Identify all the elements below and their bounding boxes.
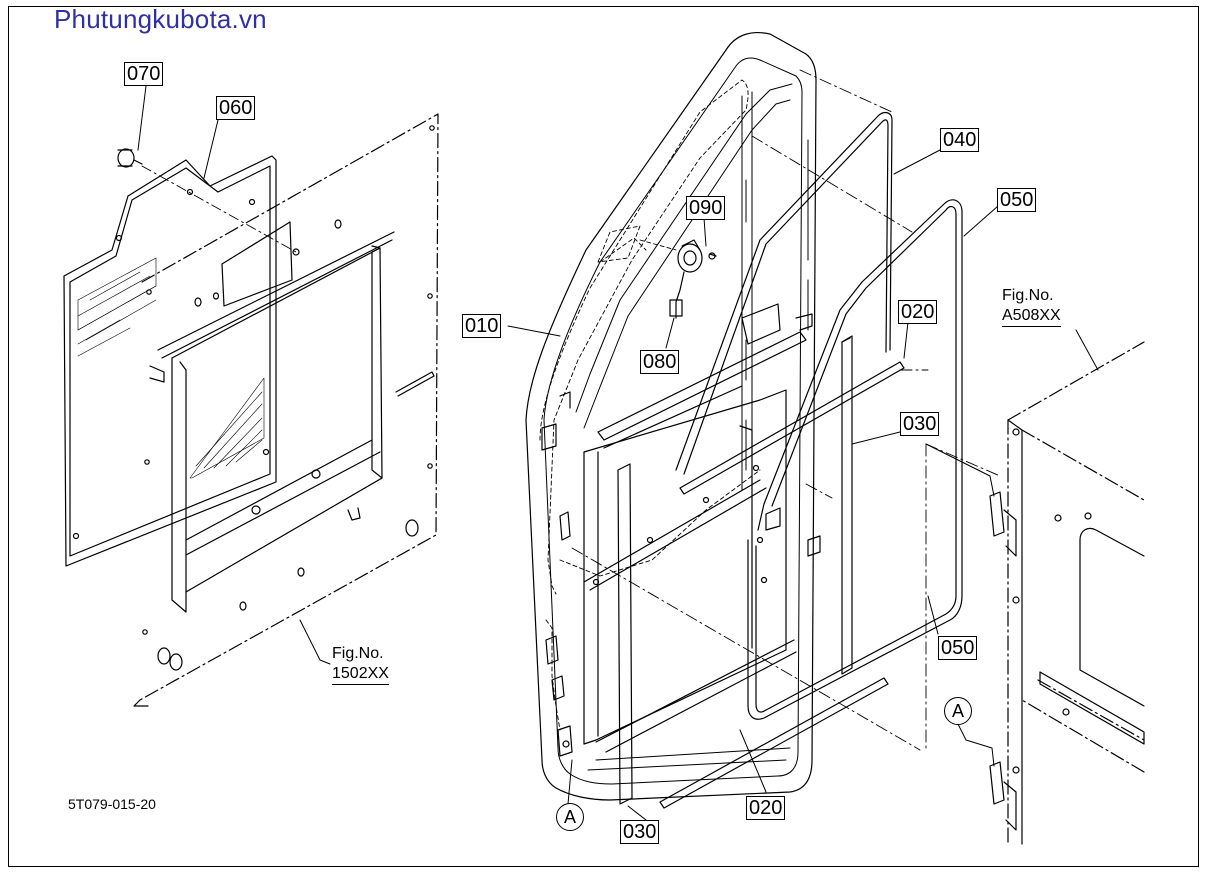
strip-020-bottom (659, 677, 889, 809)
callout-020-bottom[interactable]: 020 (746, 796, 786, 820)
weatherstrip-050 (747, 199, 963, 720)
grille-mesh (77, 257, 265, 479)
callout-090[interactable]: 090 (686, 196, 726, 220)
door-frame-inner (543, 57, 803, 785)
centerline-070 (141, 165, 297, 253)
watermark: Phutungkubota.vn (54, 4, 267, 34)
callout-080[interactable]: 080 (640, 350, 680, 374)
figure-ref-right[interactable]: Fig.No. A508XX (1002, 286, 1061, 327)
plate-holes (142, 125, 435, 671)
weatherstrip-040 (675, 111, 893, 475)
drawing-number: 5T079-015-20 (68, 796, 156, 812)
cabin-body-solid (1007, 419, 1145, 845)
leader-lines-center (507, 149, 999, 821)
leader-lines-right (925, 329, 1099, 767)
leader-lines-left (137, 85, 331, 665)
figure-ref-right-label: Fig.No. (1002, 287, 1054, 304)
callout-070[interactable]: 070 (124, 62, 164, 86)
callout-030-bottom[interactable]: 030 (620, 820, 660, 844)
figure-ref-right-value: A508XX (1002, 306, 1061, 327)
mirror-mount-dashed (597, 225, 677, 263)
strip-030-right (841, 335, 853, 675)
hinge-dashed (545, 469, 761, 731)
strip-020-right (679, 361, 905, 495)
figure-ref-left[interactable]: Fig.No. 1502XX (332, 644, 389, 685)
detail-marker-a-right: A (944, 697, 972, 725)
clips (592, 464, 821, 586)
callout-050-bottom[interactable]: 050 (938, 636, 978, 660)
mirror-unit (669, 239, 717, 319)
frame-crossbars (583, 303, 813, 753)
door-frame-outer (525, 31, 817, 801)
frame-dashed-seal (539, 79, 749, 595)
callout-020-right[interactable]: 020 (898, 300, 938, 324)
mounting-plate-edge (133, 699, 149, 707)
detail-marker-a-left: A (556, 803, 584, 831)
cabin-body-outline (1007, 341, 1145, 845)
hinge-brackets (541, 391, 573, 757)
callout-050-top[interactable]: 050 (997, 188, 1037, 212)
mounting-plate-outline (139, 113, 439, 701)
callout-010[interactable]: 010 (462, 314, 502, 338)
strip-030-left (617, 463, 633, 805)
frame-rails (741, 91, 809, 491)
cabin-hinges (989, 491, 1017, 831)
fastener-070 (117, 148, 143, 168)
figure-ref-left-value: 1502XX (332, 664, 389, 685)
grille-panel (63, 155, 300, 567)
callout-030-right[interactable]: 030 (900, 412, 940, 436)
figure-ref-left-label: Fig.No. (332, 645, 384, 662)
assembly-centerlines (571, 69, 1001, 751)
duct-frame (149, 231, 435, 613)
callout-040[interactable]: 040 (940, 128, 980, 152)
callout-060[interactable]: 060 (216, 96, 256, 120)
